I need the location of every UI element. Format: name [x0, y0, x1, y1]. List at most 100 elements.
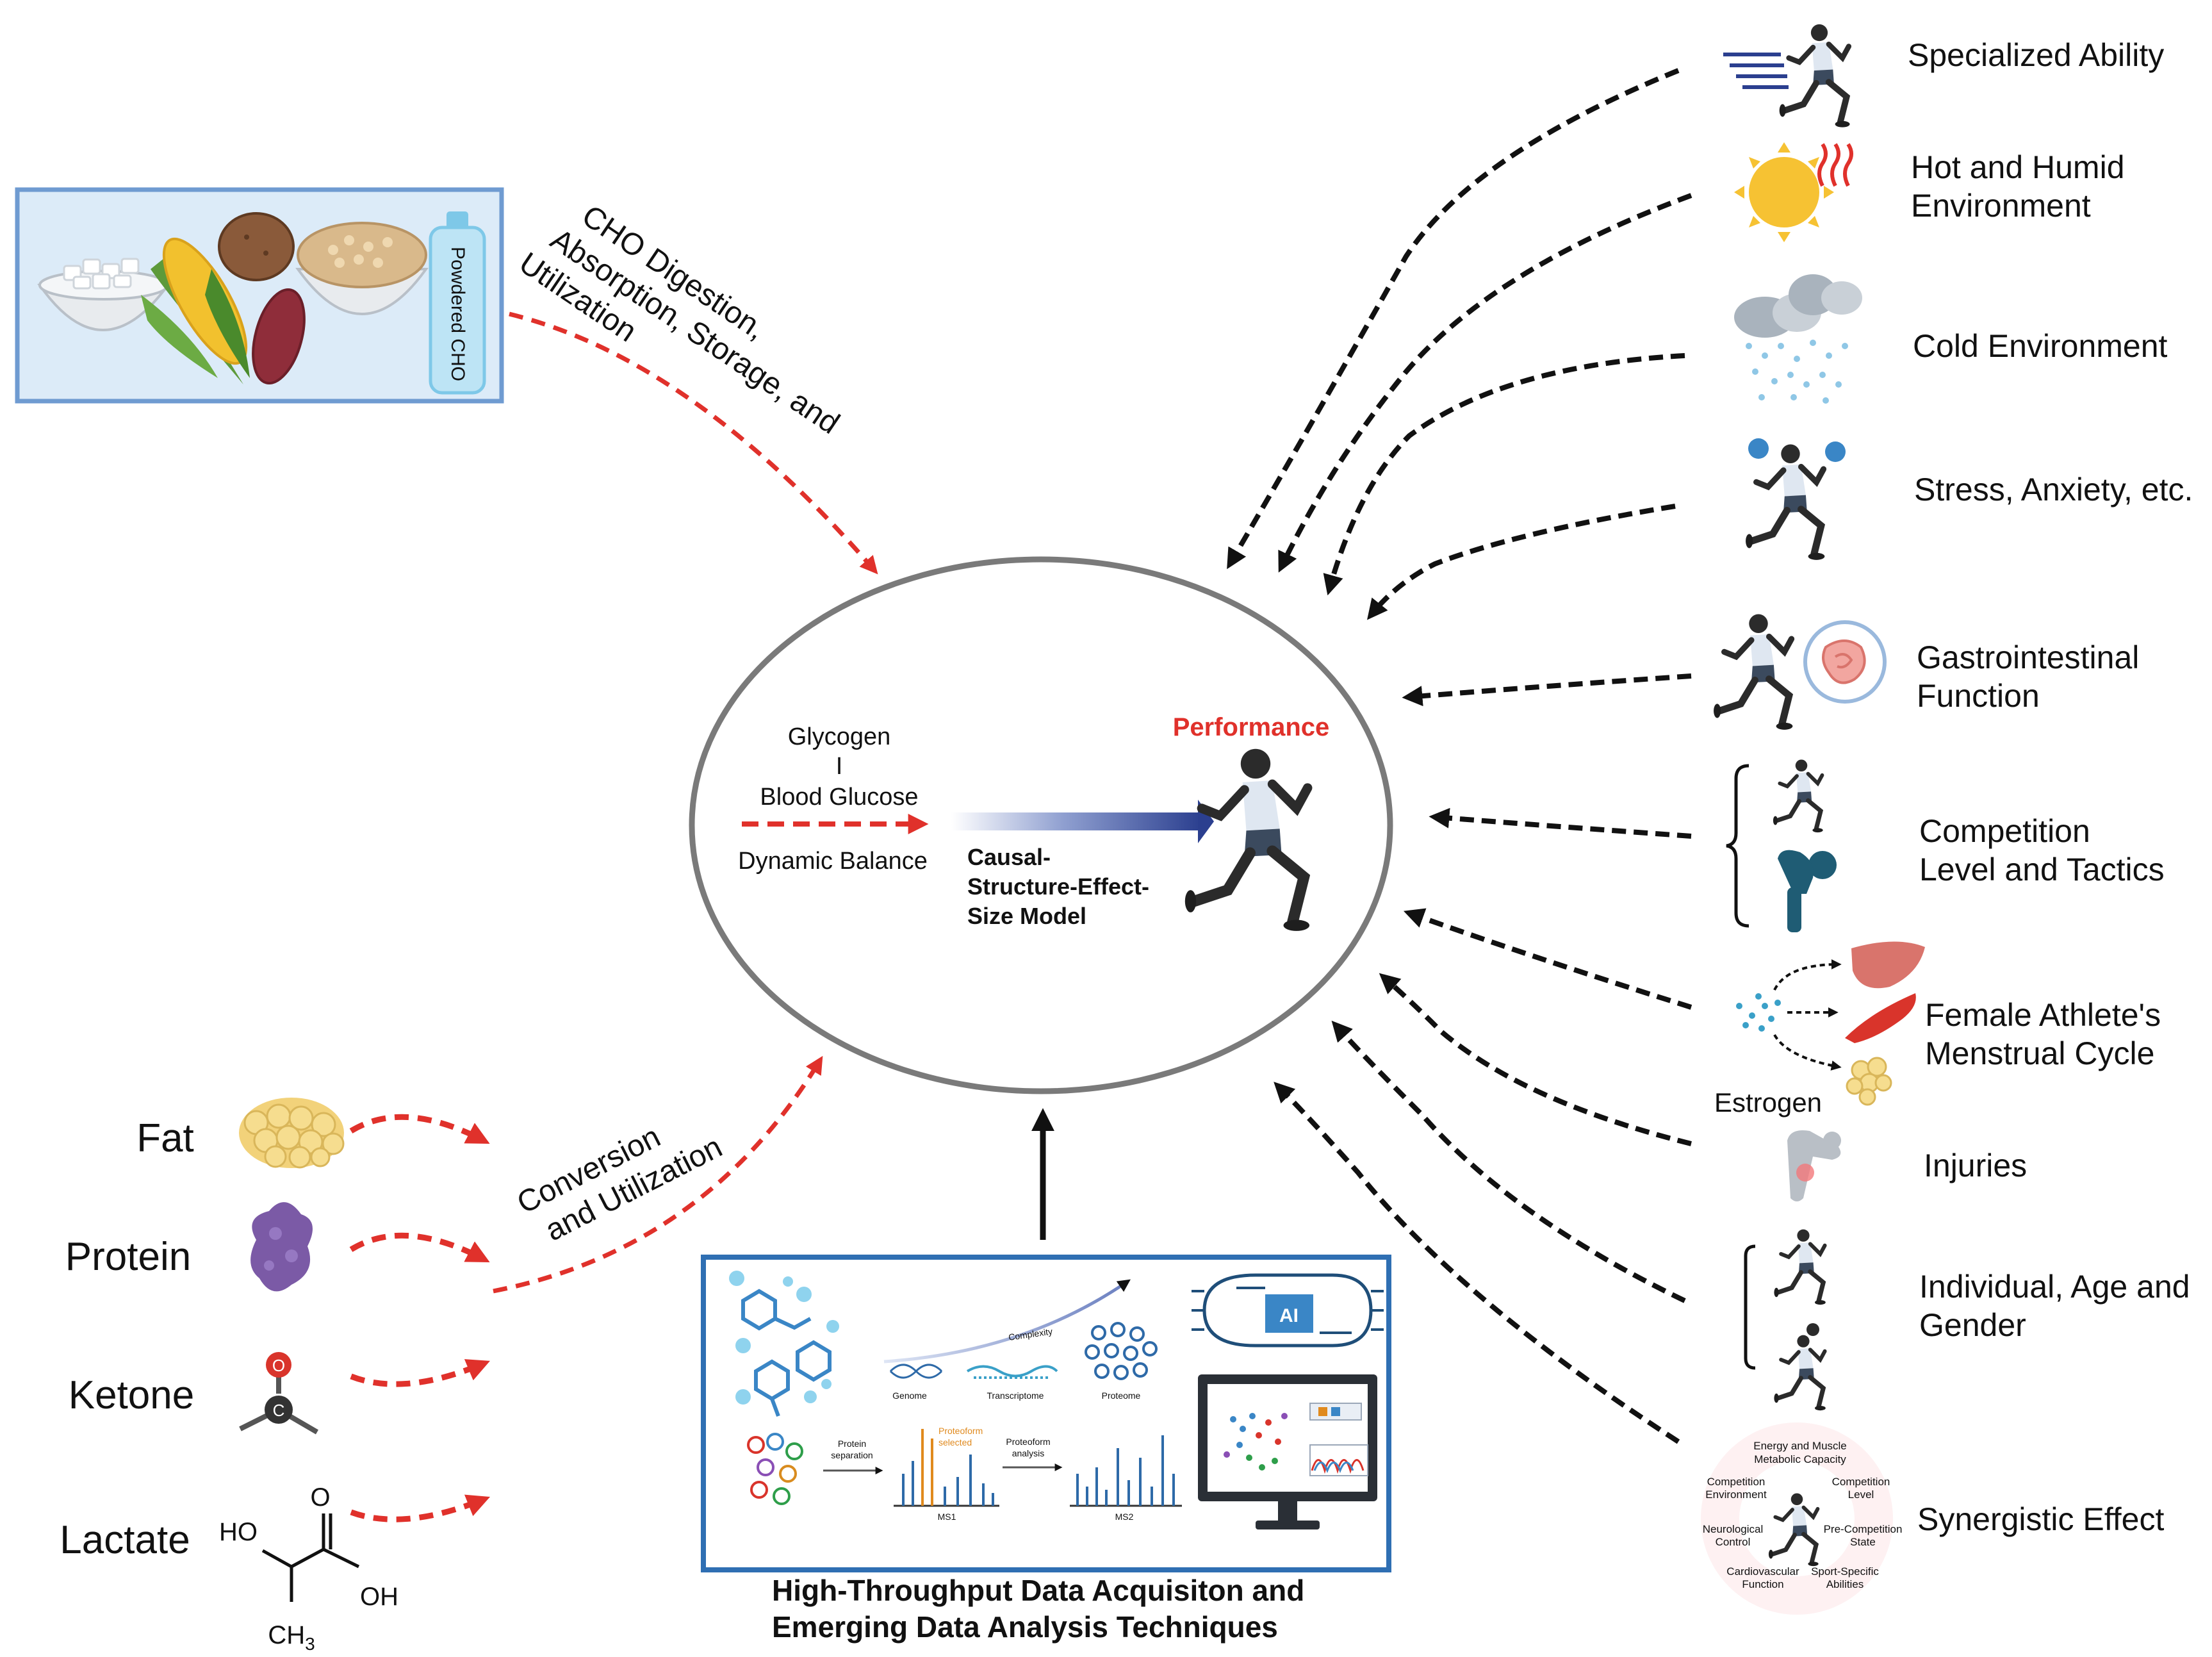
synergy-label-7a: Competition	[1707, 1476, 1766, 1488]
factor-arrows	[1227, 68, 1692, 1444]
synergy-label-5a: Cardiovascular	[1726, 1565, 1799, 1578]
estrogen-organs-icon: Estrogen	[1714, 941, 1925, 1117]
potato-icon	[218, 212, 295, 281]
synergy-wheel: Energy and Muscle Metabolic Capacity Com…	[1701, 1422, 1902, 1615]
substrate-fat: Fat	[136, 1116, 194, 1160]
glycogen-label: Glycogen	[788, 723, 891, 750]
proteoform-analysis-line-2: analysis	[1012, 1448, 1045, 1458]
monitor-icon	[1198, 1374, 1377, 1529]
proteoform-selected-line-2: selected	[938, 1437, 972, 1447]
synergy-label-2b: Level	[1848, 1488, 1874, 1501]
fat-cells-icon	[239, 1098, 345, 1169]
synergy-label-5b: Function	[1742, 1578, 1783, 1590]
substrate-protein: Protein	[65, 1235, 191, 1279]
muscle-icon	[1845, 993, 1916, 1043]
factor-stress-anxiety: Stress, Anxiety, etc.	[1914, 472, 2193, 507]
ketone-molecule-icon: O C	[239, 1352, 319, 1435]
dynamic-balance-label: Dynamic Balance	[738, 848, 928, 875]
factor-female-line-2: Menstrual Cycle	[1925, 1035, 2154, 1071]
proteome-label: Proteome	[1102, 1390, 1141, 1401]
factor-competition-line-1: Competition	[1919, 813, 2090, 849]
tech-title-line-1: High-Throughput Data Acquisiton and	[772, 1574, 1304, 1607]
protein-icon	[250, 1202, 313, 1292]
estrogen-label: Estrogen	[1714, 1087, 1822, 1117]
protein-mixture-icon	[747, 1433, 803, 1505]
lactate-o: O	[310, 1483, 330, 1512]
factor-cold-environment: Cold Environment	[1913, 328, 2168, 364]
factor-gi-line-1: Gastrointestinal	[1917, 639, 2139, 675]
dna-icon	[889, 1364, 943, 1379]
rna-icon	[966, 1365, 1058, 1379]
cho-label-line-2: Absorption, Storage, and	[545, 222, 846, 441]
ms1-spectrum: Proteoform selected MS1	[894, 1426, 999, 1522]
transcriptome-label: Transcriptome	[987, 1390, 1044, 1401]
ms1-label: MS1	[938, 1512, 956, 1522]
factor-gi-line-2: Function	[1917, 678, 2040, 714]
proteome-icon	[1085, 1322, 1158, 1380]
ai-chip-icon: AI	[1192, 1273, 1384, 1348]
sweet-potato-icon	[252, 288, 306, 385]
factor-individual-line-1: Individual, Age and	[1919, 1269, 2190, 1305]
factor-competition-line-2: Level and Tactics	[1919, 852, 2165, 887]
synergy-label-7b: Environment	[1705, 1488, 1767, 1501]
stressed-runner-icon	[1746, 438, 1846, 560]
ketone-c-atom: C	[273, 1401, 285, 1420]
glycogen-divider: I	[836, 753, 843, 780]
competition-bracket	[1726, 759, 1837, 932]
synergy-label-6b: Control	[1716, 1536, 1751, 1548]
protein-sep-line-2: separation	[831, 1450, 873, 1460]
factor-hot-humid-line-2: Environment	[1911, 188, 2091, 224]
ms2-label: MS2	[1115, 1512, 1134, 1522]
synergy-label-4a: Sport-Specific	[1811, 1565, 1879, 1578]
food-box: Powdered CHO	[15, 187, 504, 404]
factor-female-line-1: Female Athlete's	[1925, 997, 2161, 1033]
factor-synergistic: Synergistic Effect	[1917, 1501, 2164, 1537]
conversion-label: Conversion and Utilization	[512, 1119, 728, 1248]
ketone-o-atom: O	[272, 1356, 285, 1375]
powdered-cho-bottle-icon: Powdered CHO	[429, 211, 486, 395]
factor-injuries: Injuries	[1924, 1148, 2027, 1183]
synergy-label-4b: Abilities	[1826, 1578, 1864, 1590]
proteoform-analysis-line-1: Proteoform	[1006, 1437, 1050, 1447]
rain-cloud-icon	[1734, 274, 1862, 404]
complexity-arrow	[883, 1279, 1131, 1364]
metabolite-molecules-icon	[741, 1289, 832, 1417]
fat-tissue-icon	[1846, 1057, 1892, 1106]
sugar-bowl-icon	[37, 258, 170, 331]
genome-label: Genome	[892, 1390, 927, 1401]
synergy-label-1b: Metabolic Capacity	[1754, 1453, 1846, 1465]
blood-glucose-label: Blood Glucose	[760, 784, 918, 811]
ai-label: AI	[1279, 1305, 1299, 1326]
model-line-3: Size Model	[967, 903, 1086, 929]
tech-title-line-2: Emerging Data Analysis Techniques	[772, 1610, 1278, 1644]
substrate-ketone: Ketone	[69, 1373, 195, 1417]
corn-icon	[141, 237, 250, 384]
factor-specialized-ability: Specialized Ability	[1908, 37, 2164, 73]
bottle-label: Powdered CHO	[447, 247, 468, 381]
factor-hot-humid-line-1: Hot and Humid	[1911, 149, 2125, 185]
cho-label: CHO Digestion, Absorption, Storage, and …	[513, 199, 846, 441]
tech-box: Complexity Genome Transcriptome Proteome	[701, 1255, 1391, 1572]
substrate-lactate: Lactate	[60, 1518, 190, 1562]
proteoform-selected-line-1: Proteoform	[938, 1426, 983, 1436]
model-line-1: Causal-	[967, 844, 1051, 870]
synergy-label-3a: Pre-Competition	[1824, 1523, 1903, 1535]
gi-runner-icon	[1714, 614, 1887, 730]
lactate-ho: HO	[219, 1518, 258, 1546]
lactate-ch3: CH3	[268, 1621, 315, 1654]
synergy-label-1a: Energy and Muscle	[1753, 1440, 1847, 1452]
injury-knee-icon	[1787, 1130, 1841, 1201]
causal-arrow	[951, 800, 1214, 843]
protein-sep-line-1: Protein	[838, 1439, 866, 1449]
conversion-arrow	[493, 1055, 823, 1294]
age-gender-bracket	[1744, 1230, 1826, 1411]
model-line-2: Structure-Effect-	[967, 873, 1149, 900]
lactate-oh: OH	[360, 1583, 398, 1611]
synergy-label-3b: State	[1850, 1536, 1876, 1548]
cho-arrow	[509, 311, 878, 575]
ms2-spectrum: MS2	[1070, 1435, 1182, 1522]
synergy-label-6a: Neurological	[1703, 1523, 1764, 1535]
performance-label: Performance	[1173, 713, 1330, 741]
grain-bowl-icon	[295, 222, 429, 315]
